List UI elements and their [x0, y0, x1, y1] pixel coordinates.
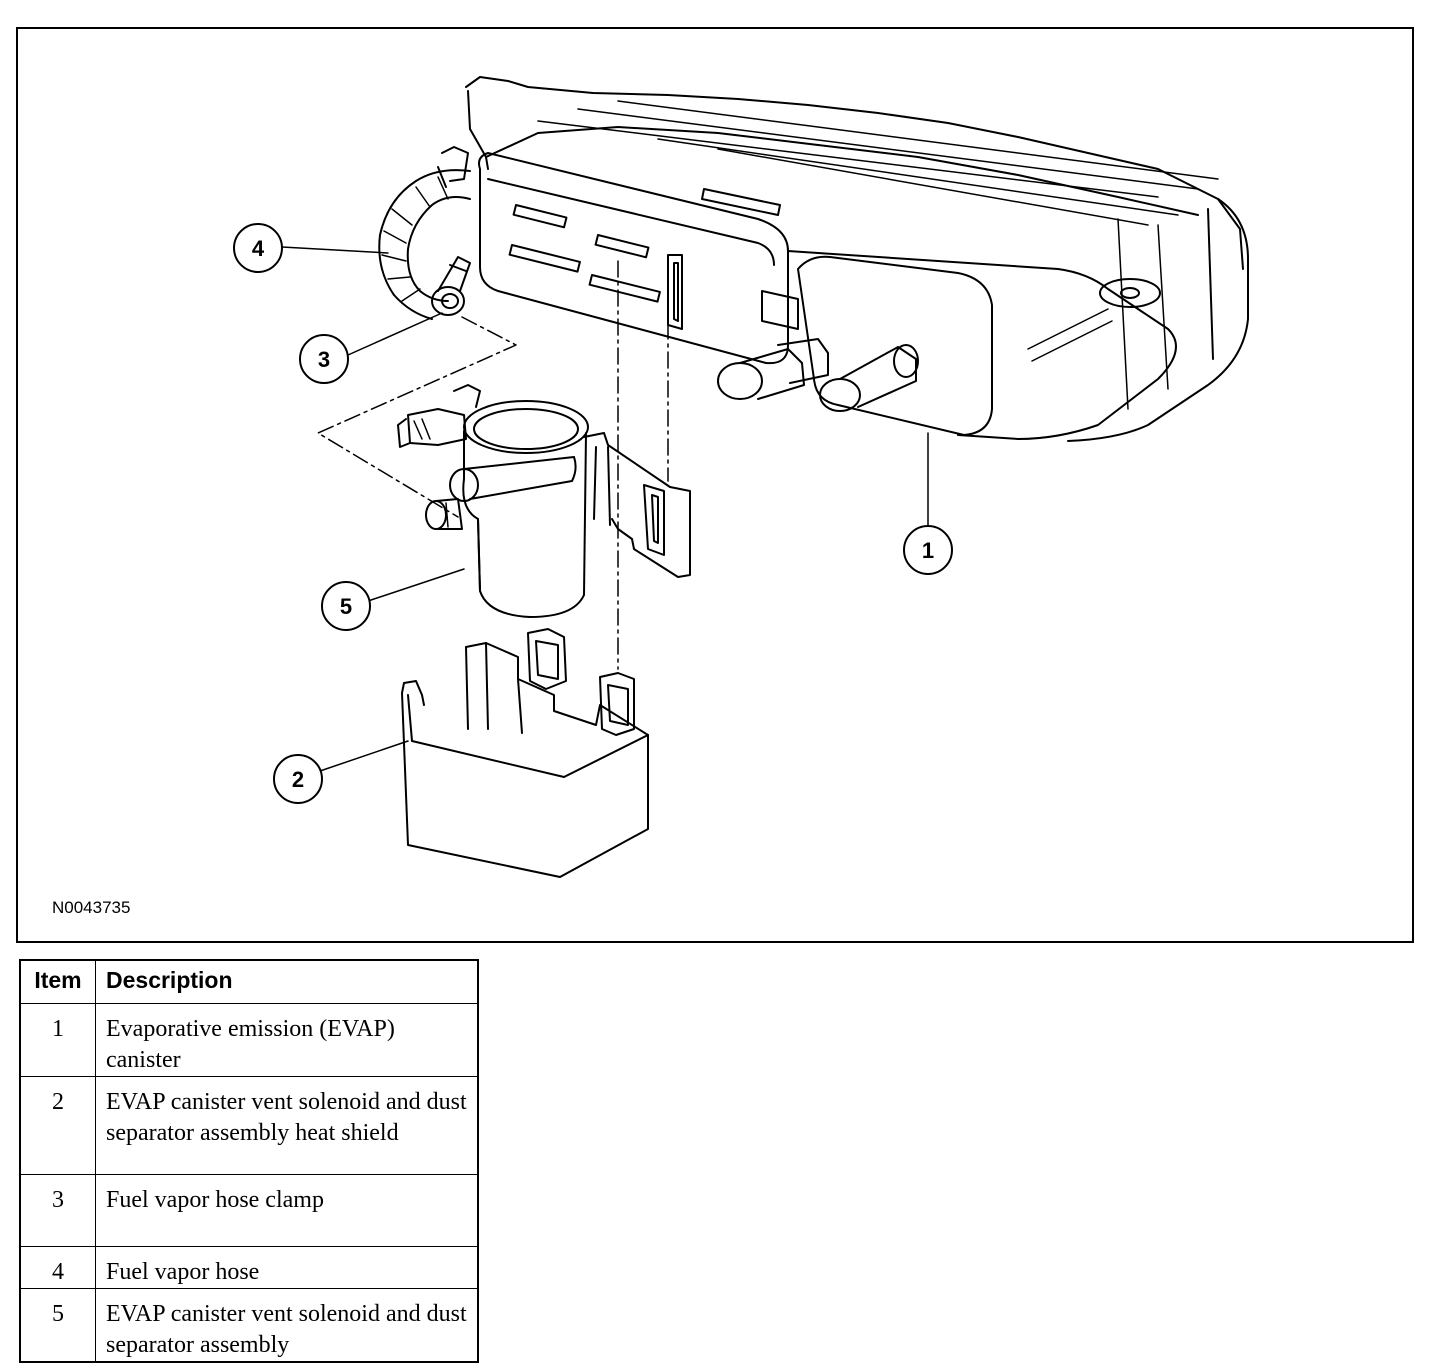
item-description: EVAP canister vent solenoid and dust sep… [95, 1288, 479, 1363]
callout-2: 2 [273, 754, 323, 804]
item-description: Fuel vapor hose [95, 1246, 479, 1289]
item-number: 4 [19, 1246, 96, 1289]
item-number: 2 [19, 1076, 96, 1175]
item-number: 1 [19, 1003, 96, 1077]
svg-text:3: 3 [318, 347, 330, 372]
table-row: 2 EVAP canister vent solenoid and dust s… [19, 1076, 479, 1175]
item-description: Evaporative emission (EVAP) canister [95, 1003, 479, 1077]
evap-canister-drawing [465, 76, 1249, 442]
callout-3: 3 [299, 334, 349, 384]
table-row: 3 Fuel vapor hose clamp [19, 1174, 479, 1247]
callout-4: 4 [233, 223, 283, 273]
exploded-diagram: 1 2 3 4 5 N0043735 [16, 27, 1414, 943]
svg-text:2: 2 [292, 767, 304, 792]
legend-header-row: Item Description [19, 959, 479, 1004]
header-item: Item [19, 959, 96, 1004]
vent-solenoid-drawing [397, 384, 691, 618]
table-row: 4 Fuel vapor hose [19, 1246, 479, 1289]
table-row: 5 EVAP canister vent solenoid and dust s… [19, 1288, 479, 1363]
callout-1: 1 [903, 525, 953, 575]
item-description: Fuel vapor hose clamp [95, 1174, 479, 1247]
leader-lines [281, 246, 929, 772]
header-description: Description [95, 959, 479, 1004]
fuel-vapor-hose-clamp-drawing [431, 256, 471, 316]
item-description: EVAP canister vent solenoid and dust sep… [95, 1076, 479, 1175]
table-row: 1 Evaporative emission (EVAP) canister [19, 1003, 479, 1077]
heat-shield-drawing [401, 628, 649, 878]
svg-text:5: 5 [340, 594, 352, 619]
callouts: 1 2 3 4 5 N0043735 [52, 223, 953, 917]
callout-5: 5 [321, 581, 371, 631]
legend-table: Item Description 1 Evaporative emission … [19, 959, 479, 1363]
svg-text:4: 4 [252, 236, 265, 261]
diagram-drawing [281, 76, 1249, 878]
fuel-vapor-hose-drawing [378, 146, 471, 320]
figure-id: N0043735 [52, 898, 130, 917]
item-number: 5 [19, 1288, 96, 1363]
item-number: 3 [19, 1174, 96, 1247]
alignment-lines [317, 260, 669, 670]
svg-text:1: 1 [922, 538, 934, 563]
